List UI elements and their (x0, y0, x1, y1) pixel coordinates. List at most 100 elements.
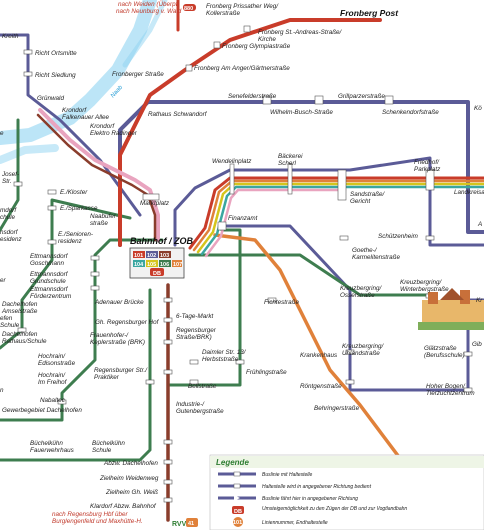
line-green-left (0, 118, 20, 232)
line-bundle-east-1 (188, 176, 484, 250)
dest-top-weiden: nach Weiden (Überpf) nach Neunburg v. Wa… (116, 0, 182, 15)
stop-zielheim-weiden[interactable]: Zielheim Weidenweg (99, 475, 159, 482)
stop-krankenhaus[interactable]: Krankenhaus (300, 352, 338, 359)
stop-esparkasse[interactable]: E./Sparkasse (60, 205, 98, 212)
stop-marktplatz[interactable]: Marktplatz (140, 200, 170, 207)
castle-illustration (418, 288, 484, 330)
stop-glaetz[interactable]: Glätzstraße(Berufsschule) (424, 345, 465, 359)
stop-nabaltec[interactable]: Nabaltec (40, 397, 66, 404)
stop-zielheim-weiss[interactable]: Zielheim Gh. Weiß (105, 489, 158, 496)
stop-kreuz-uhland[interactable]: Kreuzbergring/Uhlandstraße (342, 343, 385, 357)
line-green-west2 (0, 198, 132, 350)
stop-hoher-bogen[interactable]: Hoher Bogen/Tierzuchtzentrum (426, 383, 475, 397)
stop-frauenhofer[interactable]: Frauenhofer-/Keplerstraße (BRK) (90, 332, 145, 346)
stop-klardorf[interactable]: Klardorf Abzw. Bahnhof (90, 503, 157, 510)
stop-wendelinplatz[interactable]: Wendelinplatz (212, 158, 252, 165)
stop-landkreis[interactable]: Landkreisam (454, 189, 484, 196)
stop-senefelder[interactable]: Senefelderstraße (228, 93, 277, 100)
stop-partial-kr[interactable]: Kr (476, 297, 483, 304)
river-naab (0, 0, 168, 164)
line-green-south (0, 288, 152, 462)
stop-fronberg-post[interactable]: Fronberg Post (340, 8, 399, 18)
line-green-west (0, 238, 164, 422)
hub-bahnhof-zob[interactable]: 101 102 103 104 105 106 107 DB (129, 247, 185, 279)
hub-badge-1: 101 (134, 253, 143, 259)
line-bundle-east-5 (204, 188, 347, 258)
svg-text:DB: DB (234, 509, 242, 515)
stop-fruehling[interactable]: Frühlingstraße (246, 369, 287, 376)
stop-sixtage[interactable]: 6-Tage-Markt (176, 313, 213, 320)
line-purple-north (118, 100, 484, 247)
hub-badge-6: 106 (160, 262, 169, 268)
legend-db-icon (232, 506, 244, 514)
badge-880: 880 (183, 4, 196, 12)
line-bundle-east-3 (196, 182, 484, 254)
legend: Legende Buslinie mit Haltestelle Haltest… (209, 454, 484, 530)
stop-partial-a[interactable]: A (477, 221, 482, 228)
stop-gh-regensburger-hof[interactable]: Gh. Regensburger Hof (95, 319, 160, 326)
stop-industrie[interactable]: Industrie-/Gutenbergstraße (176, 401, 224, 415)
stop-finanzamt[interactable]: Finanzamt (228, 215, 258, 222)
stop-fronberg-anger[interactable]: Fronberg Am Anger/Gärtnerstraße (194, 65, 290, 72)
stop-partial-ko[interactable]: Kö (474, 105, 482, 112)
stop-partial-n[interactable]: n (0, 387, 4, 394)
stop-bahnhof-zob[interactable]: Bahnhof / ZOB (130, 236, 193, 246)
stop-kreuz-winter[interactable]: Kreuzbergring/Winterbergstraße (400, 279, 449, 293)
stop-abzw-dachelhofen[interactable]: Abzw. Dachelhofen (103, 460, 158, 467)
stop-hochrain-imfeld[interactable]: Hochrain/Im Freihof (38, 372, 68, 386)
stop-adenauer[interactable]: Adenauer Brücke (94, 299, 144, 306)
stop-bellstrasse[interactable]: Bellstraße (188, 383, 217, 390)
stop-partial-e[interactable]: e (0, 130, 4, 137)
db-logo-icon (150, 268, 164, 276)
hub-db-label: DB (153, 271, 161, 277)
stop-rathaus-schwandorf[interactable]: Rathaus Schwandorf (148, 111, 208, 118)
stop-daimler[interactable]: Daimler Str. 13/Herbststraße (202, 349, 247, 363)
line-purple-west (0, 33, 142, 217)
stop-partial-er[interactable]: er (0, 277, 7, 284)
stop-fronberg-prissather[interactable]: Fronberg Prissather Weg/Kollerstraße (206, 3, 279, 17)
stop-regensburger-praktiker[interactable]: Regensburger Str./Praktiker (94, 367, 148, 381)
hub-badge-2: 102 (147, 253, 156, 259)
stop-partial-gib[interactable]: Gib (472, 341, 482, 348)
stop-wilhelm-busch[interactable]: Wilhelm-Busch-Straße (270, 109, 333, 116)
stop-hochrain-edison[interactable]: Hochrain/Edisonstraße (38, 353, 76, 367)
stop-fichte[interactable]: Fichtestraße (264, 299, 299, 306)
legend-item-4: Umsteigemöglichkeit zu den Zügen der DB … (262, 506, 407, 512)
stop-friedhof[interactable]: Friedhof/Parkplatz (414, 159, 441, 173)
stop-siedlung[interactable]: Richt Siedlung (35, 72, 76, 79)
stop-naabuferstr[interactable]: Naabufer-straße (90, 213, 118, 227)
stop-esenioren[interactable]: E./Senioren-residenz (58, 231, 93, 245)
stop-gewerbe[interactable]: Gewerbegebiet Dachelhofen (2, 407, 82, 414)
stop-behringer[interactable]: Behringerstraße (314, 405, 360, 412)
stop-fronberger-str[interactable]: Fronberger Straße (112, 71, 164, 78)
stop-goethe[interactable]: Goethe-/Karmelitenstraße (352, 247, 400, 261)
stop-ekloster[interactable]: E./Kloster (60, 189, 88, 196)
stop-fronberg-glymp[interactable]: Fronberg Glympiastraße (222, 43, 291, 50)
stop-josef[interactable]: Josef-Str. (1, 171, 19, 185)
stop-ortsmitte[interactable]: Richt Ortsmitte (35, 50, 77, 57)
stop-kreith[interactable]: Kreith (2, 33, 19, 40)
stop-grillparzer[interactable]: Grillparzerstraße (338, 93, 385, 100)
stop-sandstrasse[interactable]: Sandstraße/Gericht (350, 191, 386, 205)
stop-kreuz-osser[interactable]: Kreuzbergring/Osserstraße (340, 285, 383, 299)
stop-schuetzenheim[interactable]: Schützenheim (378, 233, 418, 240)
stop-schenkendorf[interactable]: Schenkendorfstraße (382, 109, 439, 116)
stop-roentgen[interactable]: Röntgenstraße (300, 383, 342, 390)
stop-fronberg-st-andreas[interactable]: Fronberg St.-Andreas-Straße/Kirche (258, 29, 343, 43)
stop-gruenwald[interactable]: Grünwald (37, 95, 64, 102)
